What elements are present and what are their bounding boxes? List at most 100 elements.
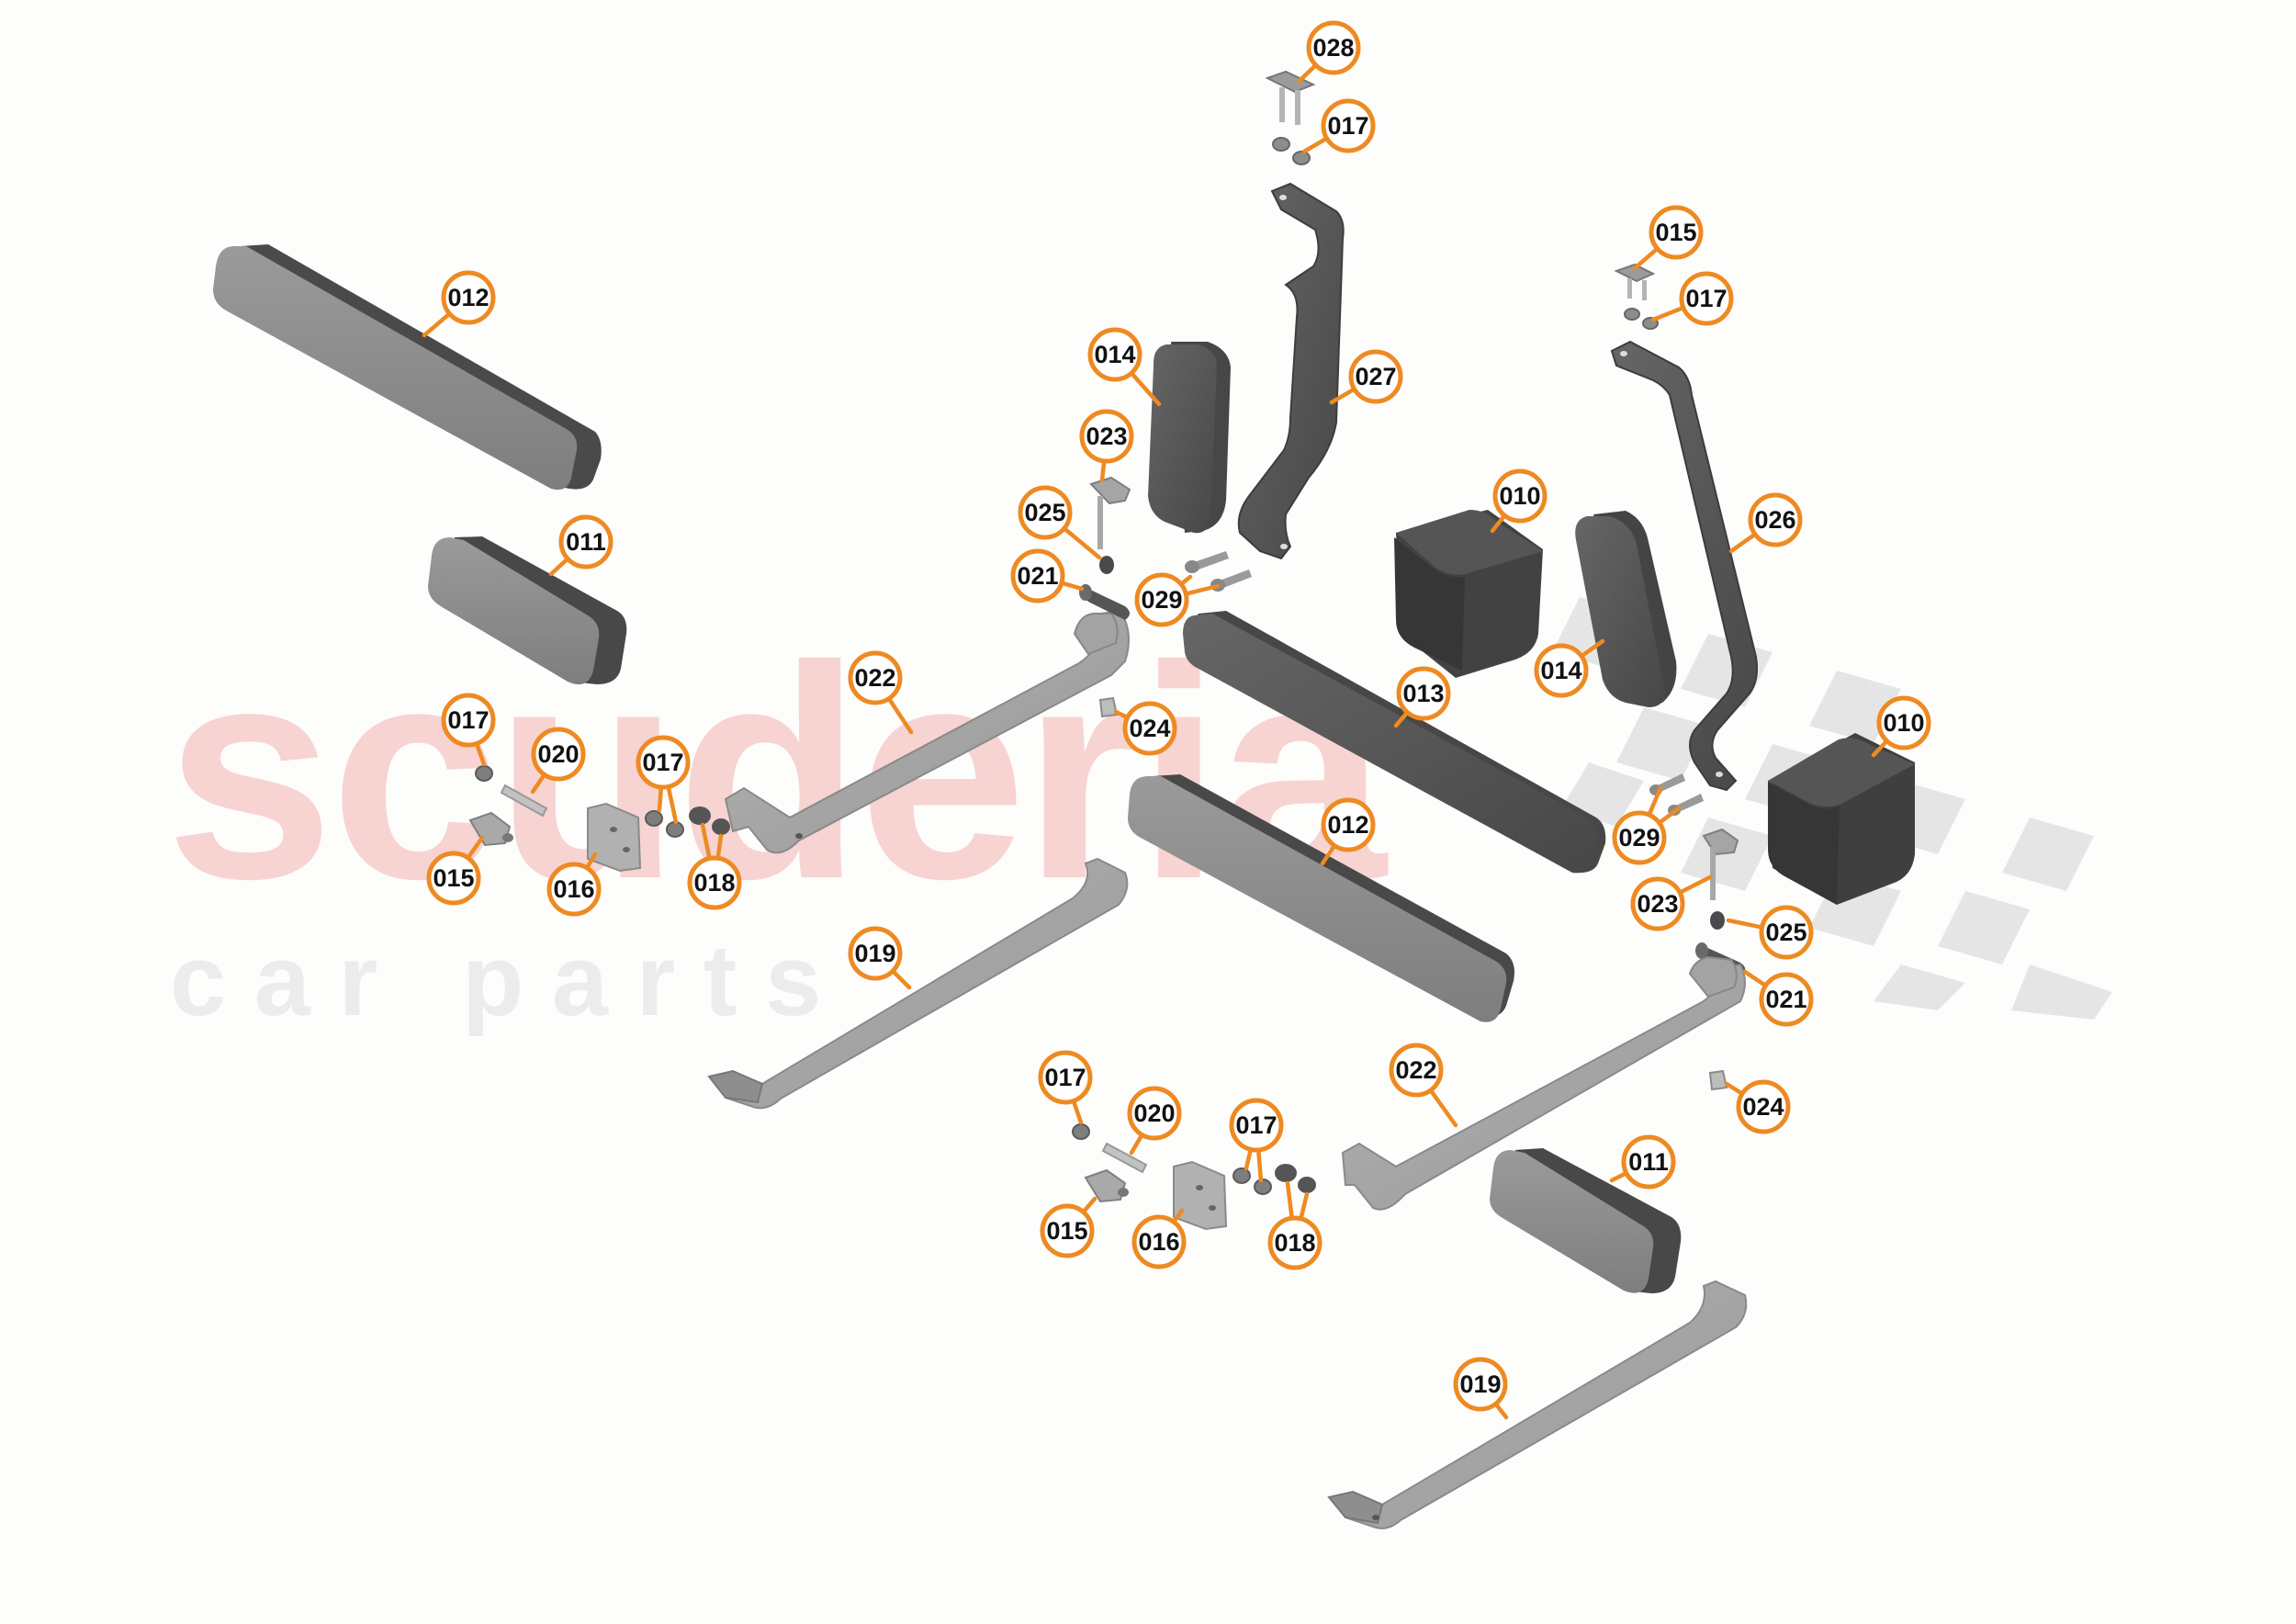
callout-circle	[848, 650, 903, 705]
callout-017[interactable]: 017	[1650, 271, 1734, 326]
callout-017[interactable]: 017	[1038, 1050, 1093, 1125]
callout-020[interactable]: 020	[1127, 1086, 1182, 1156]
callout-023[interactable]: 023	[1630, 874, 1713, 931]
callout-018[interactable]: 018	[1267, 1180, 1322, 1270]
callout-017[interactable]: 017	[441, 693, 496, 767]
callout-number: 023	[1086, 423, 1127, 450]
callout-number: 020	[537, 740, 579, 768]
callout-010[interactable]: 010	[1490, 468, 1548, 534]
callout-024[interactable]: 024	[1113, 701, 1177, 756]
callout-leader-line	[666, 784, 679, 825]
callout-021[interactable]: 021	[1010, 548, 1085, 603]
callout-number: 011	[566, 528, 606, 556]
callout-014[interactable]: 014	[1534, 638, 1605, 698]
callout-025[interactable]: 025	[1018, 485, 1102, 560]
callout-circle	[1612, 810, 1667, 865]
callout-number: 019	[854, 940, 895, 967]
callout-number: 021	[1017, 562, 1058, 590]
part-015-stud-plate-top-right	[1614, 263, 1656, 300]
callout-number: 027	[1355, 363, 1396, 390]
callout-leader-line	[530, 773, 547, 795]
callout-leader-line	[1677, 874, 1713, 896]
callout-circle	[1348, 349, 1403, 404]
callout-010[interactable]: 010	[1871, 695, 1931, 758]
callout-circle	[426, 851, 481, 906]
callout-015[interactable]: 015	[1040, 1196, 1097, 1258]
callout-leader-line	[548, 557, 570, 577]
callout-022[interactable]: 022	[848, 650, 914, 735]
callout-leader-line	[1299, 1191, 1310, 1222]
callout-leader-line	[1742, 969, 1768, 988]
callout-number: 015	[1655, 219, 1696, 246]
callout-circle	[558, 514, 613, 570]
callout-leader-line	[1609, 1170, 1629, 1183]
callout-027[interactable]: 027	[1329, 349, 1403, 405]
callout-leader-line	[584, 851, 598, 871]
callout-026[interactable]: 026	[1728, 492, 1803, 554]
callout-number: 022	[854, 664, 895, 692]
callout-013[interactable]: 013	[1393, 666, 1451, 728]
callout-021[interactable]: 021	[1742, 969, 1814, 1027]
callout-012[interactable]: 012	[1320, 797, 1376, 866]
callout-circle	[1649, 205, 1704, 260]
callout-017[interactable]: 017	[636, 735, 691, 825]
callout-number: 016	[553, 875, 594, 903]
callout-023[interactable]: 023	[1079, 409, 1134, 483]
part-026-bracket	[1610, 340, 1759, 792]
callout-number: 013	[1402, 680, 1444, 707]
callout-circle	[1306, 20, 1361, 75]
callout-011[interactable]: 011	[1609, 1134, 1676, 1190]
callout-leader-line	[1428, 1088, 1458, 1128]
callout-017[interactable]: 017	[1229, 1098, 1284, 1183]
part-025-bushing-center	[1099, 556, 1114, 574]
callout-016[interactable]: 016	[546, 851, 602, 917]
callout-015[interactable]: 015	[426, 835, 485, 906]
callout-029[interactable]: 029	[1134, 572, 1221, 627]
callout-number: 018	[693, 869, 735, 897]
callout-025[interactable]: 025	[1726, 905, 1814, 960]
part-012-long-pad-left	[213, 244, 602, 491]
callout-029[interactable]: 029	[1612, 785, 1682, 865]
callout-022[interactable]: 022	[1389, 1043, 1458, 1128]
callout-018[interactable]: 018	[687, 822, 742, 910]
callout-circle	[1759, 972, 1814, 1027]
callout-circle	[687, 855, 742, 910]
callout-number: 019	[1459, 1370, 1501, 1398]
callout-leader-line	[1062, 526, 1102, 560]
part-018-washers-bottom	[1275, 1164, 1316, 1193]
part-028-stud-plate	[1265, 70, 1316, 125]
callout-028[interactable]: 028	[1297, 20, 1361, 84]
callout-leader-line	[1726, 918, 1764, 930]
callout-number: 024	[1129, 715, 1170, 742]
callout-024[interactable]: 024	[1724, 1079, 1791, 1134]
part-022-strap-right	[1341, 955, 1746, 1211]
part-017-nuts-bottom-b	[1232, 1167, 1272, 1195]
callout-leader-line	[715, 833, 724, 861]
callout-017[interactable]: 017	[1301, 98, 1376, 154]
part-024-nut-center	[1098, 696, 1119, 718]
watermark-tagline: c a r p a r t s	[170, 924, 821, 1037]
callout-019[interactable]: 019	[1453, 1357, 1509, 1420]
callout-leader-line	[1329, 387, 1356, 405]
callout-circle	[1679, 271, 1734, 326]
callout-020[interactable]: 020	[530, 727, 586, 795]
callout-circle	[848, 926, 903, 981]
callout-circle	[1321, 98, 1376, 153]
callout-019[interactable]: 019	[848, 926, 912, 990]
callout-circle	[1876, 695, 1931, 750]
callout-circle	[531, 727, 586, 782]
part-017-nuts-top	[1272, 137, 1311, 165]
part-020-pin-left	[500, 784, 548, 818]
callout-015[interactable]: 015	[1632, 205, 1704, 271]
callout-number: 029	[1141, 586, 1182, 614]
callout-011[interactable]: 011	[548, 514, 613, 577]
callout-012[interactable]: 012	[422, 270, 496, 338]
part-018-washers-left	[689, 806, 730, 835]
callout-014[interactable]: 014	[1087, 327, 1162, 407]
callout-leader-line	[1493, 1402, 1509, 1420]
callout-leader-line	[1301, 136, 1329, 154]
callout-circle	[636, 735, 691, 790]
callout-circle	[441, 270, 496, 325]
callout-016[interactable]: 016	[1131, 1208, 1187, 1269]
